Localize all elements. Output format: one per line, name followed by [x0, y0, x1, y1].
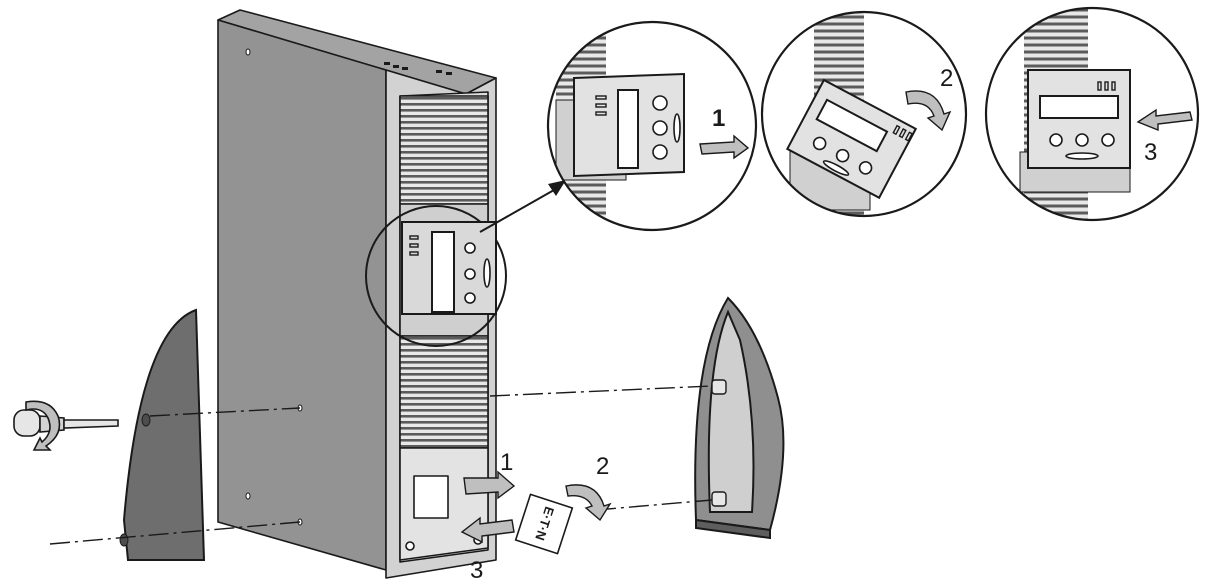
turn-arrow [25, 400, 61, 451]
right-side-cover [694, 296, 785, 540]
flip-arrow [565, 484, 612, 522]
control-buttons [464, 242, 491, 304]
detail-circle-step-2: 2 [760, 10, 968, 218]
logo-recess [413, 475, 449, 519]
detail-step-2-label: 2 [940, 65, 953, 92]
detail-circle-step-1: 1 [546, 20, 758, 232]
panel-step-3-label: 3 [470, 557, 483, 584]
pull-arrow [699, 134, 750, 160]
detail-step-3-label: 3 [1144, 139, 1157, 166]
insert-arrow [460, 516, 515, 544]
remove-arrow [463, 470, 516, 500]
alignment-lines [49, 385, 713, 545]
panel-step-1-label: 1 [500, 449, 513, 476]
detail-step-1-label: 1 [712, 105, 725, 132]
ups-side-panel [217, 19, 387, 571]
zoom-leader-line [479, 189, 555, 233]
logo-plate: E·T·N [514, 493, 574, 555]
rotate-arrow [905, 90, 952, 132]
lcd-display [431, 231, 455, 313]
screw-tool [13, 400, 119, 451]
detail-circle-step-3: 3 [984, 6, 1200, 222]
push-arrow [1136, 108, 1193, 132]
left-side-cover [119, 308, 206, 561]
zoom-circle [365, 205, 507, 347]
panel-step-2-label: 2 [596, 453, 609, 480]
lower-grille [399, 335, 489, 449]
logo-plate-steps: E·T·N 1 2 3 [460, 449, 612, 584]
upper-grille [399, 95, 489, 205]
